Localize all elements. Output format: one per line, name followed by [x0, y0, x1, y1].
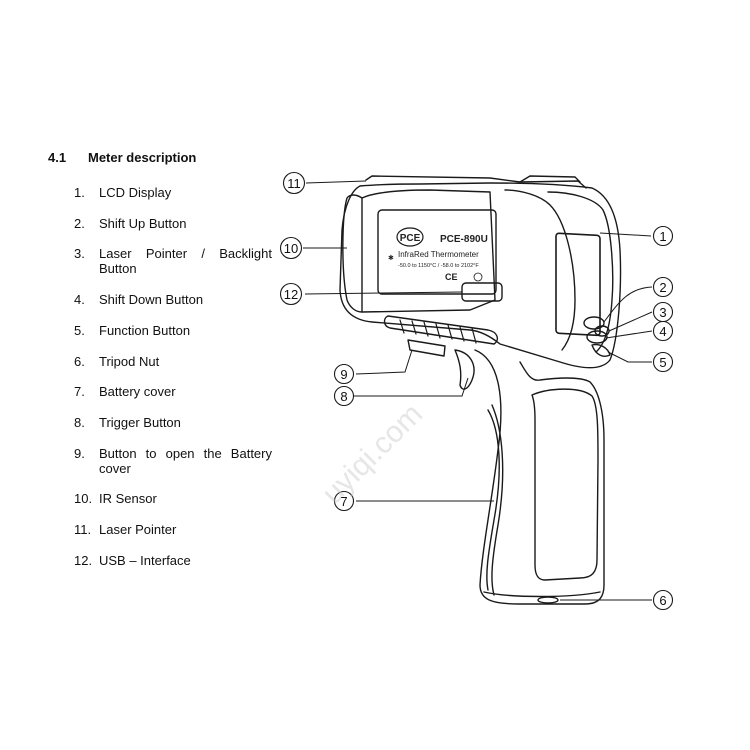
label-panel [377, 209, 497, 295]
callout-number: 1 [659, 229, 666, 244]
item-number: 8. [74, 415, 85, 430]
callout-number: 3 [659, 305, 666, 320]
handle [474, 349, 605, 605]
callout-number: 8 [340, 389, 347, 404]
battery-release-button [407, 339, 446, 357]
item-number: 9. [74, 446, 85, 461]
callout-number: 5 [659, 355, 666, 370]
item-number: 10. [74, 491, 93, 506]
list-item: 9. Button to open the Battery cover [74, 446, 272, 476]
function-button [591, 343, 611, 357]
item-text: IR Sensor [99, 491, 157, 506]
watermark: uyiqi.com [316, 397, 429, 510]
item-text: Battery cover [99, 384, 176, 399]
callout-10 [279, 236, 303, 260]
list-item: 12. USB – Interface [74, 553, 272, 568]
item-text: LCD Display [99, 185, 172, 200]
range-label: -50.0 to 1150°C / -58.0 to 2102°F [398, 263, 479, 269]
item-number: 7. [74, 384, 85, 399]
callout-11 [282, 171, 306, 195]
item-number: 4. [74, 292, 85, 307]
list-item: 8. Trigger Button [74, 415, 272, 430]
section-number: 4.1 [48, 150, 67, 165]
list-item: 11. Laser Pointer [74, 522, 272, 537]
callout-number: 12 [284, 287, 298, 302]
callout-6 [652, 589, 674, 611]
device-subtitle: InfraRed Thermometer [398, 250, 479, 259]
callout-number: 6 [659, 593, 666, 608]
ir-sensor-housing [342, 194, 363, 313]
item-text: Trigger Button [99, 415, 181, 430]
item-number: 5. [74, 323, 85, 338]
ce-mark: CE [445, 272, 458, 282]
callout-number: 9 [340, 367, 347, 382]
item-text: Button to open the Battery cover [99, 446, 272, 476]
callout-1 [652, 225, 674, 247]
callout-number: 11 [287, 176, 301, 191]
item-number: 11. [74, 522, 92, 537]
list-item: 10. IR Sensor [74, 491, 272, 506]
callout-5 [652, 351, 674, 373]
list-item: 6. Tripod Nut [74, 354, 272, 369]
shift-up-button [583, 316, 605, 330]
callout-number: 7 [340, 494, 347, 509]
battery-cover [531, 388, 599, 581]
list-item: 2. Shift Up Button [74, 216, 272, 231]
shift-down-button [586, 330, 608, 344]
trigger-button [454, 349, 475, 390]
item-number: 12. [74, 553, 93, 568]
callout-number: 10 [284, 241, 298, 256]
item-text: Laser Pointer / Backlight Button [99, 246, 272, 276]
item-text: Shift Down Button [99, 292, 204, 307]
tripod-nut [537, 596, 559, 604]
section-title: Meter description [88, 150, 197, 165]
laser-warning-icon: ✱ [388, 254, 394, 262]
lcd-display [555, 232, 601, 337]
callout-2 [652, 276, 674, 298]
item-text: USB – Interface [99, 553, 191, 568]
callout-number: 4 [659, 324, 666, 339]
callout-4 [652, 320, 674, 342]
brand-logo: PCE [400, 233, 421, 244]
item-number: 2. [74, 216, 85, 231]
list-item: 3. Laser Pointer / Backlight Button [74, 246, 272, 276]
item-number: 3. [74, 246, 85, 261]
list-item: 5. Function Button [74, 323, 272, 338]
item-text: Laser Pointer [99, 522, 177, 537]
callout-12 [279, 282, 303, 306]
callout-9 [333, 363, 355, 385]
list-item: 4. Shift Down Button [74, 292, 272, 307]
item-number: 6. [74, 354, 85, 369]
item-text: Tripod Nut [99, 354, 160, 369]
callout-number: 2 [659, 280, 666, 295]
item-text: Function Button [99, 323, 191, 338]
item-text: Shift Up Button [99, 216, 187, 231]
callout-7 [333, 490, 355, 512]
callout-8 [333, 385, 355, 407]
display-bezel [504, 189, 576, 351]
list-item: 7. Battery cover [74, 384, 272, 399]
section-heading: 4.1 Meter description [48, 150, 196, 165]
model-label: PCE-890U [440, 234, 488, 245]
item-number: 1. [74, 185, 85, 200]
device-head [339, 182, 622, 369]
list-item: 1. LCD Display [74, 185, 272, 200]
